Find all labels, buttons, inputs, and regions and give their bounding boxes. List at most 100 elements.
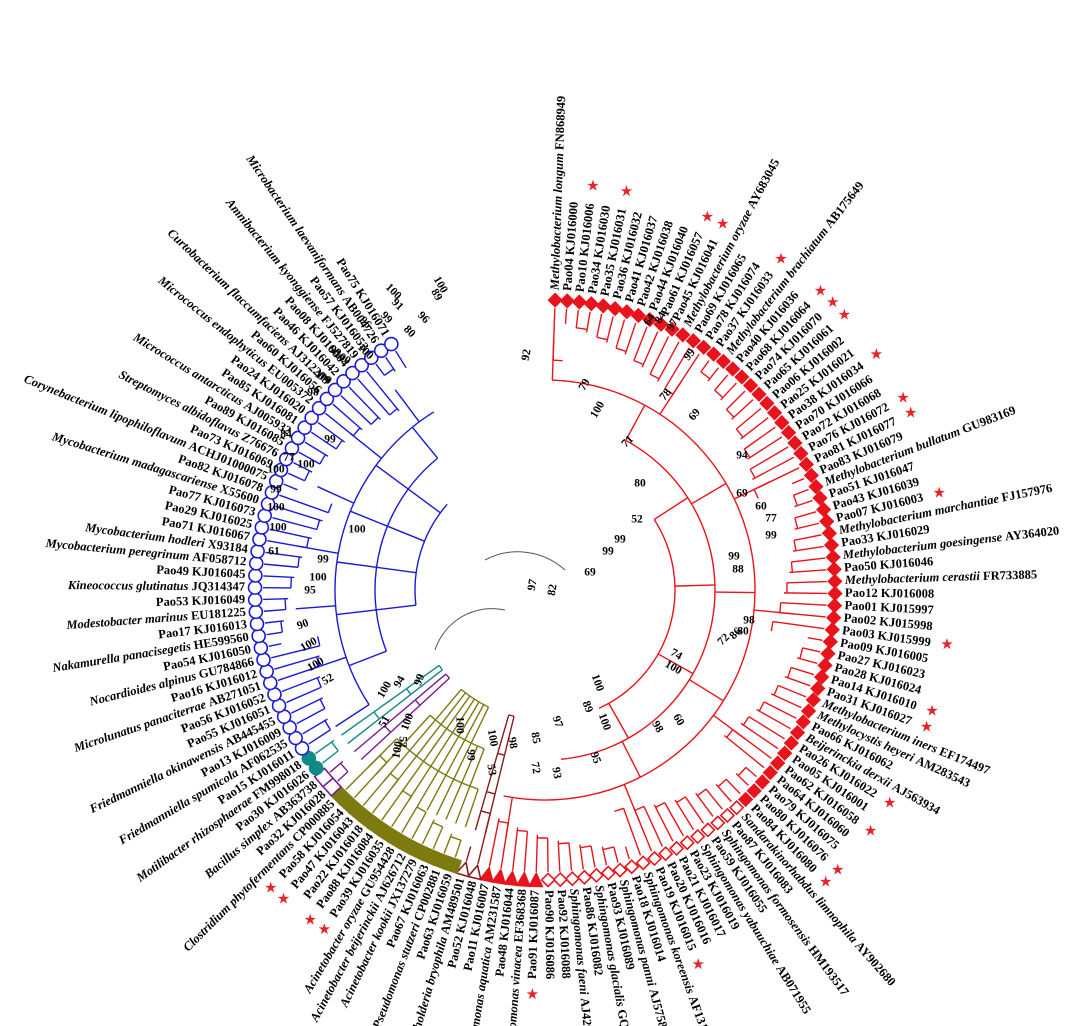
star-icon: ★ (940, 637, 953, 653)
diamond-marker-icon (679, 835, 695, 851)
branch (700, 360, 710, 373)
star-icon: ★ (277, 892, 290, 908)
leaf-markers (247, 292, 843, 888)
leaf-label: Pao92 KJ016088 (555, 889, 574, 979)
diamond-marker-icon (821, 525, 838, 541)
bootstrap-value: 99 (412, 672, 427, 687)
bootstrap-value: 69 (686, 406, 703, 423)
diamond-marker-icon (595, 298, 611, 314)
diamond-marker-icon (798, 456, 814, 472)
bootstrap-value: 100 (390, 740, 405, 759)
diamond-marker-icon (668, 840, 685, 857)
bootstrap-value: 98 (505, 736, 519, 750)
diamond-marker-icon (612, 862, 628, 878)
bootstrap-value: 82 (546, 583, 560, 597)
bootstrap-value: 60 (755, 501, 767, 513)
triangle-marker-icon (490, 868, 507, 885)
bootstrap-value: 100 (588, 399, 607, 420)
diamond-marker-icon (715, 353, 731, 369)
leaf-label: Pao50 KJ016046 (844, 554, 934, 574)
star-icon: ★ (920, 719, 933, 735)
diamond-marker-icon (795, 714, 811, 730)
branch (770, 693, 802, 709)
branch (735, 407, 762, 430)
triangle-marker-icon (515, 870, 532, 888)
diamond-marker-icon (808, 478, 824, 495)
bootstrap-value: 60 (670, 712, 686, 728)
diamond-marker-icon (824, 622, 840, 638)
star-icon: ★ (304, 912, 317, 928)
bootstrap-value: 97 (526, 578, 540, 592)
circle-marker-icon (336, 374, 351, 389)
circle-marker-icon (248, 604, 264, 620)
branch (263, 608, 286, 612)
branch (275, 505, 323, 522)
branch (310, 431, 337, 450)
star-icon: ★ (264, 880, 277, 896)
star-icon: ★ (586, 178, 599, 194)
bootstrap-value: 64 (642, 312, 658, 328)
diamond-marker-icon (751, 386, 767, 402)
diamond-marker-icon (600, 865, 616, 881)
branch (794, 522, 820, 530)
circle-marker-icon (251, 628, 266, 644)
bootstrap-value: 100 (267, 502, 285, 514)
bootstrap-value: 100 (663, 658, 684, 677)
star-icon: ★ (620, 184, 633, 200)
star-icon: ★ (933, 485, 946, 501)
diamond-marker-icon (793, 445, 809, 462)
branch (786, 580, 827, 584)
bootstrap-value: 99 (765, 530, 777, 542)
diamond-marker-icon (619, 304, 635, 320)
diamond-marker-icon (826, 597, 843, 614)
diamond-marker-icon (803, 467, 820, 484)
star-icon: ★ (883, 796, 896, 812)
leaf-label: Methylobacterium longum FN868949 (547, 96, 568, 292)
bootstrap-value: 77 (283, 452, 295, 464)
branch (624, 322, 637, 355)
branch (807, 636, 823, 642)
bootstrap-value: 99 (614, 534, 626, 546)
leaf-label: Pao12 KJ016008 (845, 585, 934, 600)
branch (271, 645, 320, 659)
branch (664, 802, 684, 837)
diamond-marker-icon (690, 828, 706, 845)
triangle-marker-icon (478, 866, 495, 884)
branch (740, 417, 769, 440)
branch (664, 347, 690, 390)
diamond-marker-icon (825, 549, 841, 565)
star-icon: ★ (814, 283, 827, 299)
star-icon: ★ (716, 217, 729, 233)
bootstrap-value: 100 (269, 522, 287, 534)
bootstrap-value: 95 (588, 750, 603, 765)
branch (332, 403, 363, 431)
diamond-marker-icon (812, 490, 828, 506)
branch (512, 827, 519, 871)
triangle-marker-icon (527, 871, 544, 888)
branch (401, 804, 420, 834)
diamond-marker-icon (777, 745, 793, 761)
bootstrap-value: 69 (736, 488, 748, 500)
branch (568, 842, 573, 871)
bootstrap-value: 85 (528, 731, 542, 745)
branch (789, 569, 827, 574)
diamond-marker-icon (540, 872, 556, 888)
diamond-marker-icon (770, 755, 786, 771)
branch (745, 766, 757, 778)
diamond-marker-icon (817, 657, 833, 674)
diamond-marker-icon (816, 502, 832, 518)
branch (375, 363, 386, 376)
diamond-marker-icon (564, 871, 580, 887)
diamond-marker-icon (734, 369, 750, 385)
branch (772, 620, 825, 630)
diamond-marker-icon (653, 316, 669, 332)
branch (720, 382, 737, 401)
circle-marker-icon (311, 400, 327, 416)
bootstrap-value: 69 (584, 567, 596, 579)
branch (656, 341, 680, 382)
diamond-marker-icon (780, 424, 797, 441)
bootstrap-value: 100 (298, 635, 319, 654)
bootstrap-value: 93 (549, 766, 563, 780)
bootstrap-value: 71 (619, 433, 636, 450)
branch (784, 676, 811, 687)
